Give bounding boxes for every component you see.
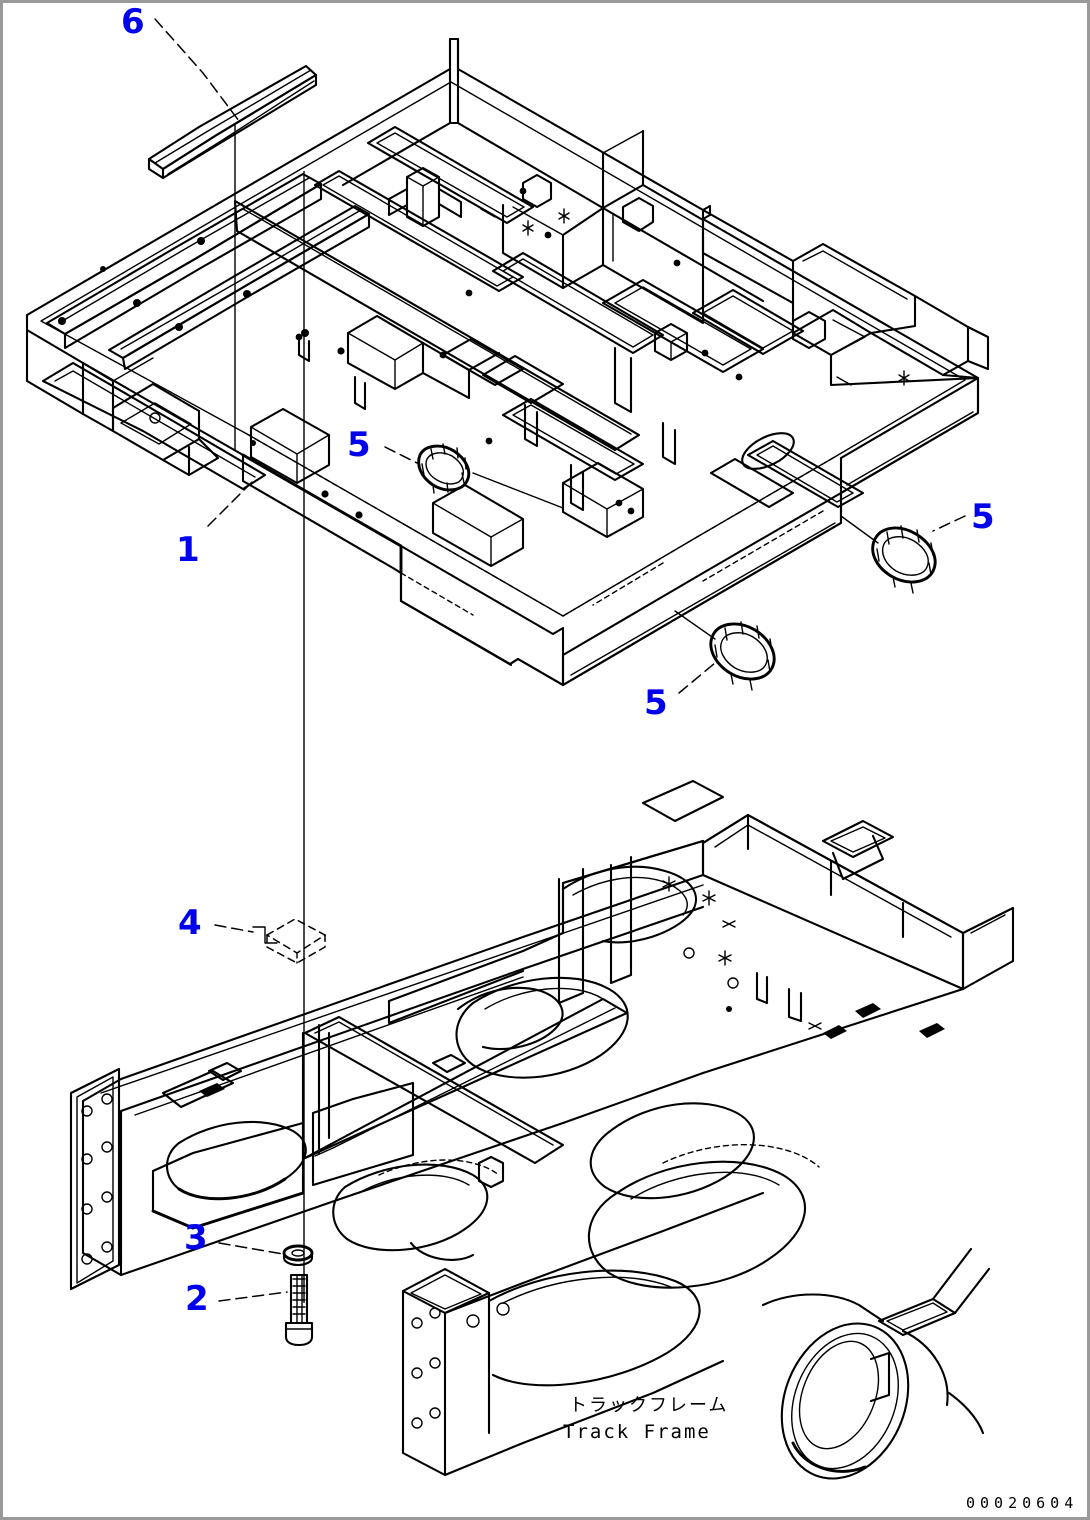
callout-4[interactable]: 4 [178, 903, 202, 943]
part-5-plug-a [417, 443, 471, 494]
callout-5-a[interactable]: 5 [347, 425, 371, 465]
part-5-plug-c [709, 621, 776, 691]
sheet-number: 00020604 [966, 1494, 1079, 1512]
callout-2[interactable]: 2 [185, 1279, 209, 1319]
caption-english: Track Frame [563, 1421, 711, 1443]
lower-frame-assembly [69, 779, 1015, 1480]
part-3-washer [282, 1244, 314, 1267]
technical-drawing-canvas: .ln { fill:none; stroke:#000; stroke-wid… [25, 18, 1015, 1480]
part-2-bolt [284, 1273, 314, 1347]
callout-6[interactable]: 6 [121, 2, 145, 42]
caption-japanese: トラックフレーム [569, 1395, 729, 1416]
callout-5-b[interactable]: 5 [971, 497, 995, 537]
callout-3[interactable]: 3 [184, 1218, 208, 1258]
upper-frame-assembly [25, 18, 990, 694]
part-5-plug-b [871, 525, 937, 594]
part-6-spacer-bar [147, 64, 318, 180]
idler-wheel [780, 1322, 949, 1480]
callout-5-c[interactable]: 5 [644, 683, 668, 723]
part-4-plate [265, 918, 327, 964]
callout-1[interactable]: 1 [176, 530, 200, 570]
